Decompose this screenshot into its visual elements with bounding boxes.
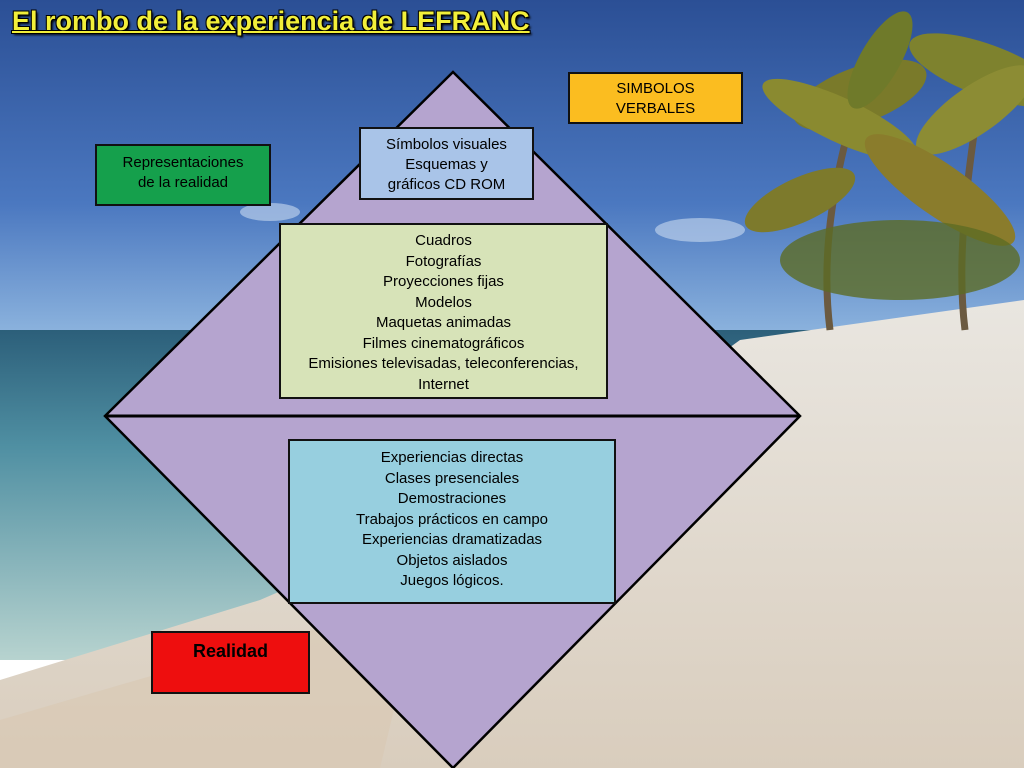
box-line: Esquemas y — [405, 156, 488, 173]
box-line: Símbolos visuales — [386, 136, 507, 153]
box-line: Maquetas animadas — [375, 314, 512, 331]
box-line: gráficos CD ROM — [387, 176, 506, 193]
representaciones-box: Representaciones de la realidad — [95, 144, 271, 206]
box-line: de la realidad — [137, 174, 229, 191]
page-title: El rombo de la experiencia de LEFRANC — [12, 6, 530, 36]
box-line: Modelos — [415, 293, 472, 311]
experiencias-box: Experiencias directas Clases presenciale… — [288, 439, 616, 604]
box-line: Filmes cinematográficos — [362, 334, 525, 352]
realidad-box: Realidad — [151, 631, 310, 694]
box-line: Juegos lógicos. — [400, 572, 504, 589]
medios-box: Cuadros Fotografías Proyecciones fijas M… — [279, 223, 608, 399]
box-line: Realidad — [192, 641, 269, 661]
box-line: Objetos aislados — [396, 551, 508, 569]
box-line: Representaciones — [122, 154, 244, 171]
box-line: Experiencias dramatizadas — [361, 531, 543, 548]
cloud — [240, 203, 300, 221]
cloud — [655, 218, 745, 242]
box-line: Internet — [418, 375, 469, 393]
box-line: Emisiones televisadas, teleconferencias, — [308, 355, 579, 372]
box-line: Fotografías — [405, 252, 482, 270]
box-line: Demostraciones — [397, 490, 507, 507]
box-line: Trabajos prácticos en campo — [355, 510, 549, 528]
box-line: Cuadros — [415, 232, 472, 249]
box-line: Proyecciones fijas — [383, 273, 504, 290]
simbolos-verbales-box: SIMBOLOS VERBALES — [568, 72, 743, 124]
rombo-diamond — [103, 70, 802, 768]
box-line: SIMBOLOS — [616, 80, 695, 97]
box-line: Clases presenciales — [384, 469, 520, 487]
box-line: Experiencias directas — [380, 449, 524, 466]
palm-trees — [744, 11, 1024, 331]
box-line: VERBALES — [615, 100, 696, 117]
simbolos-visuales-box: Símbolos visuales Esquemas y gráficos CD… — [359, 127, 534, 200]
